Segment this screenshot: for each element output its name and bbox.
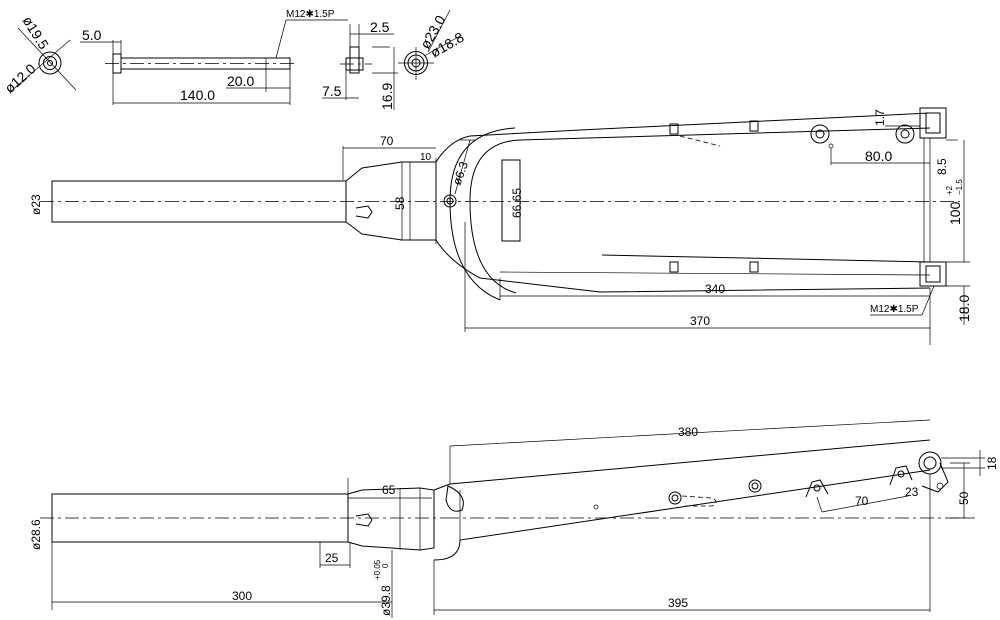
side-mount-spacing-label: 70 [855,494,869,508]
side-crown-race-tol-lower: 0 [381,563,390,568]
front-steerer-dia-label: ø23 [29,194,43,215]
front-brake-hole-label: ø6.3 [450,159,471,187]
front-hub-spacing-label: 100 [947,201,963,225]
side-crown-race-tol-upper: +0.05 [373,559,382,580]
front-crown-offset-label: 10 [420,152,432,163]
nut-front-detail: ø23.0 ø18.8 [398,9,467,80]
side-crown-race-label: ø39.8 [379,585,393,616]
side-steerer-dia-label: ø28.6 [29,519,43,550]
nut-height-label: 7.5 [322,83,342,99]
nut-side-detail: 2.5 7.5 16.9 [322,19,398,110]
front-leg-len-label: 340 [705,282,725,296]
side-leg-len-label: 380 [678,425,698,439]
front-taper-len-label: 70 [380,134,394,148]
axle-total-len-label: 140.0 [180,87,215,103]
front-view: ø23 70 10 58 66.65 ø6.3 [29,107,972,345]
front-hub-tol-upper-label: +2 [945,185,954,195]
side-view: ø28.6 65 25 ø39.8 +0.05 0 300 380 [29,419,999,618]
front-caliper-mount-label: 80.0 [865,148,892,164]
front-crown-width-label: 66.65 [510,188,524,218]
nut-total-label: 16.9 [379,83,395,110]
nut-width-label: 2.5 [370,19,390,35]
washer-inner-dia-label: ø12.0 [1,60,38,96]
side-offset-label: 50 [957,491,971,505]
washer-outer-dia-label: ø19.5 [19,13,52,52]
washer-detail: ø19.5 ø12.0 [1,13,77,96]
axle-thread-len-label: 20.0 [227,73,254,89]
axle-thread-label: M12✱1.5P [286,9,335,20]
side-steerer-len-label: 300 [232,589,252,603]
side-dropout-dim-label: 18 [985,456,999,470]
front-axle-thread-label: M12✱1.5P [870,304,919,315]
bosses [669,120,759,273]
front-crown-dia-label: 58 [393,196,407,210]
front-dropout-height-label: 18.0 [956,295,972,322]
axle-detail: 5.0 M12✱1.5P 20.0 140.0 [80,9,348,105]
front-hub-tol-lower-label: −1.5 [955,179,964,195]
front-dropout-offset-label: 1.7 [873,109,887,126]
side-bearing-seat-label: 25 [325,551,339,565]
axle-head-len-label: 5.0 [82,27,102,43]
front-total-len-label: 370 [690,314,710,328]
front-dropout-gap-label: 8.5 [935,158,949,175]
side-dropout-angle-label: 23 [905,485,919,499]
side-crown-step-label: 65 [382,483,396,497]
side-fork-len-label: 395 [668,596,688,610]
